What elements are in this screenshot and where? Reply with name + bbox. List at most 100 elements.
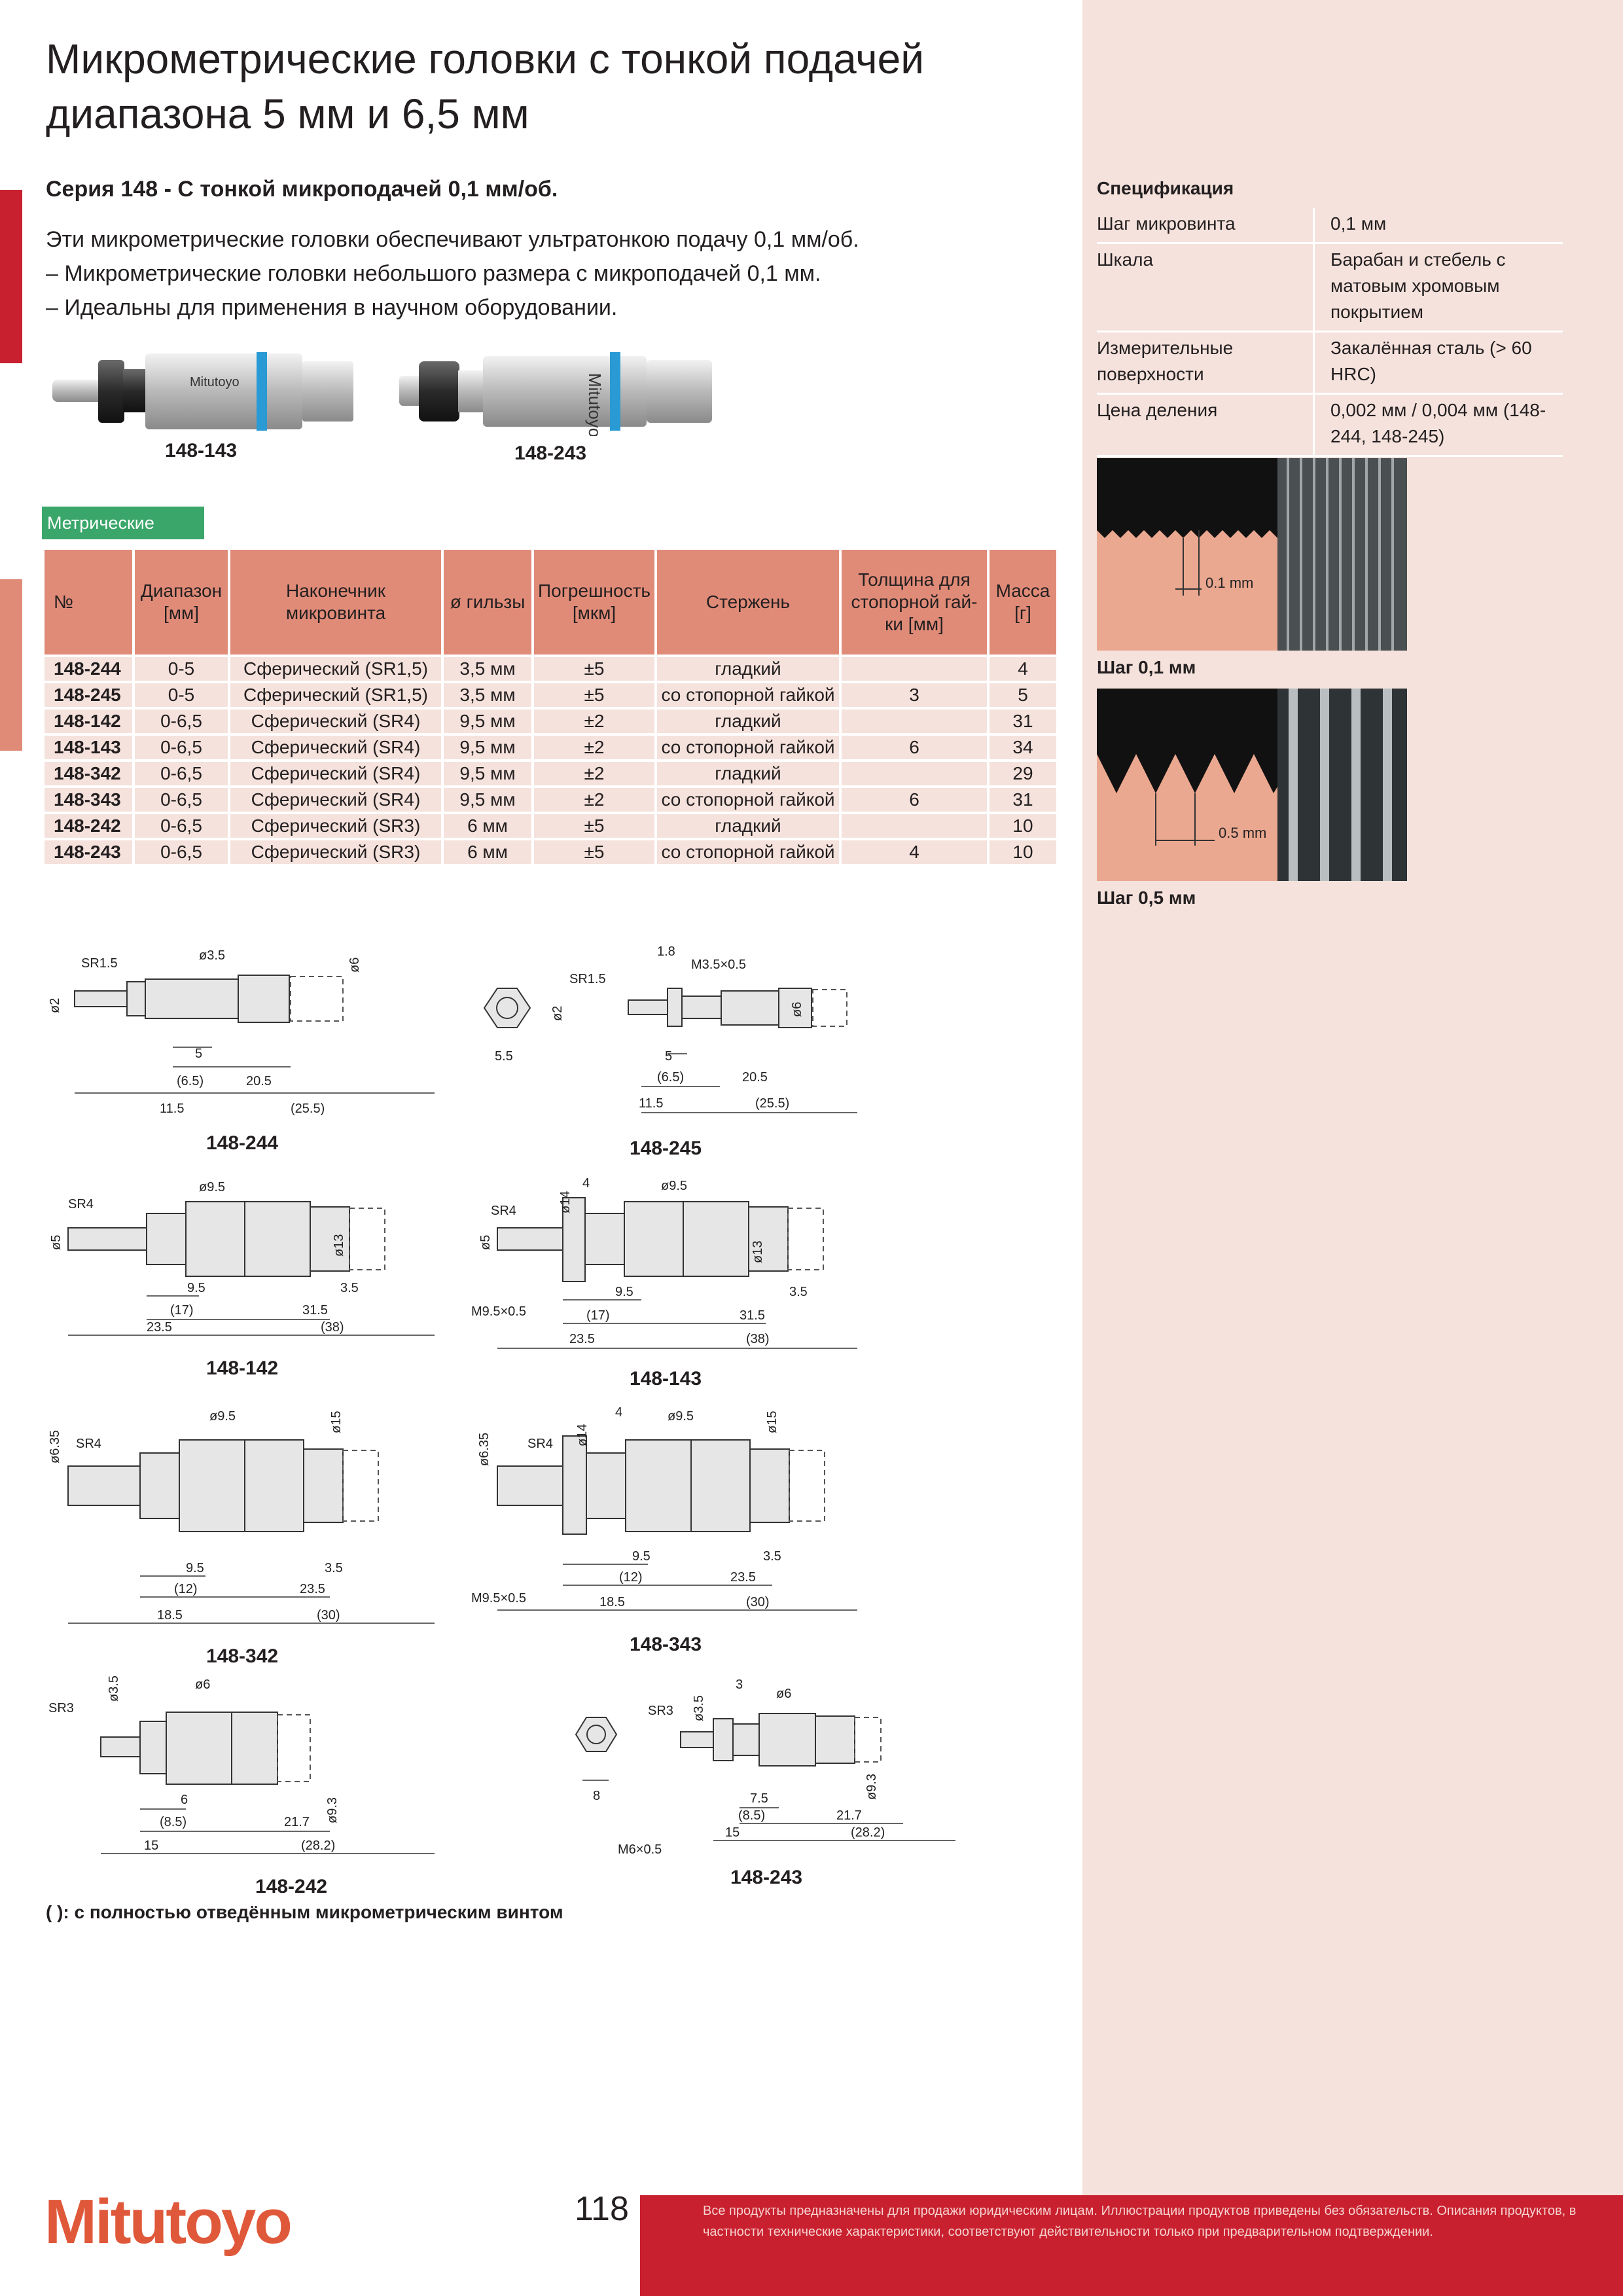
dimension-label: 1.8 [657,944,675,959]
table-cell: 148-342 [42,761,135,788]
dimension-label: 3 [736,1677,743,1692]
table-cell: 6 [839,787,990,814]
col-header: Масса [г] [987,547,1059,657]
brand-text: Mitutoyo [585,373,605,436]
mitutoyo-logo: Mitutoyo [45,2187,293,2257]
dimension-label: 9.5 [615,1285,633,1299]
table-cell: 0-6,5 [132,813,230,840]
dimension-label: 3.5 [340,1281,359,1295]
drawing-caption: 148-242 [255,1876,328,1897]
page-number: 118 [575,2190,629,2228]
part-outline [680,1731,714,1748]
retracted-outline [789,1450,825,1522]
part-outline [713,1718,734,1761]
dimension-label: ø3.5 [199,948,225,963]
table-cell: со стопорной гайкой [654,839,842,867]
dimension-label: (8.5) [738,1808,765,1823]
dimension-label: 11.5 [639,1096,663,1111]
part-outline [139,1452,180,1519]
dimension-label: (12) [619,1570,643,1585]
table-cell: гладкий [654,761,842,788]
dimension-label: ø6 [790,1002,804,1017]
dimension-label: SR3 [48,1701,74,1715]
dimension-label: ø14 [558,1191,573,1213]
photo-caption: 148-143 [165,440,238,461]
col-header: Наконечник микровинта [228,547,444,657]
dimension-label: 20.5 [742,1070,768,1085]
part-outline [497,1465,563,1506]
part-outline [244,1439,304,1532]
table-cell: 148-142 [42,708,135,736]
col-header: Стержень [654,547,842,657]
part-outline [179,1439,245,1532]
dimension-label: (25.5) [291,1102,325,1116]
drawing-caption: 148-243 [730,1867,803,1888]
table-cell: 148-243 [42,839,135,867]
table-cell: 10 [987,813,1059,840]
dimension-label: 5 [195,1047,202,1061]
table-cell: 9,5 мм [441,708,534,736]
dimension-label: 21.7 [284,1815,310,1829]
dimension-label: ø15 [765,1411,779,1433]
part-outline [231,1712,278,1785]
spec-key: Шкала [1097,243,1314,332]
dimension-label: 15 [144,1839,158,1853]
table-cell: со стопорной гайкой [654,787,842,814]
col-header: Погрешность [мкм] [531,547,657,657]
dimension-label: ø3.5 [692,1695,706,1721]
dimension-label: ø9.3 [325,1797,340,1823]
table-cell: 4 [839,839,990,867]
dimension-label: M3.5×0.5 [691,958,746,972]
dimension-label: ø9.5 [668,1409,694,1424]
accent-strip-salmon [0,579,22,751]
dimension-label: ø5 [49,1235,63,1250]
dimension-label: SR4 [76,1437,101,1451]
dimension-label: ø9.3 [865,1774,879,1800]
part-outline [625,1439,692,1532]
table-header-row: № Диапазон [мм] Наконечник микровинта ø … [42,547,1059,657]
dimension-label: ø14 [575,1424,590,1446]
part-outline [100,1736,141,1757]
table-cell: 0-5 [132,656,230,683]
spec-value: 0,1 мм [1313,208,1563,244]
spec-key: Измерительные поверхности [1097,331,1314,395]
part-outline [126,981,146,1016]
thread-caption: Шаг 0,1 мм [1097,657,1196,677]
table-cell: 148-244 [42,656,135,683]
dimension-label: M9.5×0.5 [471,1304,526,1319]
spec-title: Спецификация [1097,178,1234,198]
table-cell: Сферический (SR4) [228,761,444,788]
dimension-label: 9.5 [187,1281,205,1295]
col-header: ø гильзы [441,547,534,657]
footnote: ( ): с полностью отведённым микрометриче… [46,1902,563,1922]
lock-nut-bore [496,997,518,1019]
drawing-caption: 148-343 [630,1634,702,1655]
part-outline [584,1213,625,1265]
part-outline [67,1465,141,1506]
series-subtitle: Серия 148 - С тонкой микроподачей 0,1 мм… [46,177,558,202]
retracted-outline [342,1450,379,1522]
dimension-label: 21.7 [836,1808,862,1823]
intro-text: Эти микрометрические головки обеспечиваю… [46,223,859,325]
dimension-label: 3.5 [763,1549,781,1564]
dimension-label: SR1.5 [569,972,606,986]
table-cell: Сферический (SR4) [228,787,444,814]
dimension-label: (30) [746,1595,770,1609]
dimension-label: 5.5 [495,1049,513,1064]
table-cell: 9,5 мм [441,787,534,814]
brand-text: Mitutoyo [190,375,240,389]
dimension-label: 23.5 [569,1332,595,1346]
part-outline [303,1448,344,1523]
retracted-outline [854,1717,882,1763]
dimension-label: ø9.5 [661,1179,687,1193]
dimension-label: SR3 [648,1704,673,1718]
photo-caption: 148-243 [514,442,587,464]
dimension-label: ø6.35 [48,1430,62,1463]
